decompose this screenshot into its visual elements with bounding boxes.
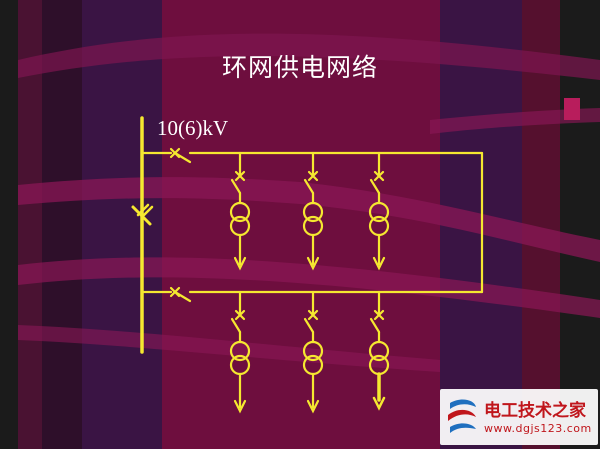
center-panel xyxy=(162,0,440,449)
watermark-url: www.dgjs123.com xyxy=(484,422,592,435)
lower-feeder xyxy=(140,286,484,303)
upper-branch-1 xyxy=(229,151,251,271)
busbar-switch xyxy=(131,203,154,226)
upper-branch-3 xyxy=(368,151,390,271)
decor-stripe xyxy=(18,257,600,318)
upper-feeder xyxy=(140,147,484,164)
decor-stripe xyxy=(430,108,600,134)
voltage-label: 10(6)kV xyxy=(157,116,229,140)
lower-branch-2 xyxy=(302,290,324,414)
lower-branch-1 xyxy=(229,290,251,414)
watermark-name: 电工技术之家 xyxy=(484,401,586,421)
watermark-logo-icon xyxy=(448,399,476,433)
decor-stripe xyxy=(18,33,600,80)
lower-branch-3 xyxy=(368,290,390,411)
decor-stripe xyxy=(18,177,600,262)
decor-square xyxy=(564,98,580,120)
upper-branch-2 xyxy=(302,151,324,271)
decor-stripe xyxy=(18,325,440,372)
slide-title: 环网供电网络 xyxy=(221,53,378,82)
watermark: 电工技术之家 www.dgjs123.com xyxy=(440,389,598,445)
